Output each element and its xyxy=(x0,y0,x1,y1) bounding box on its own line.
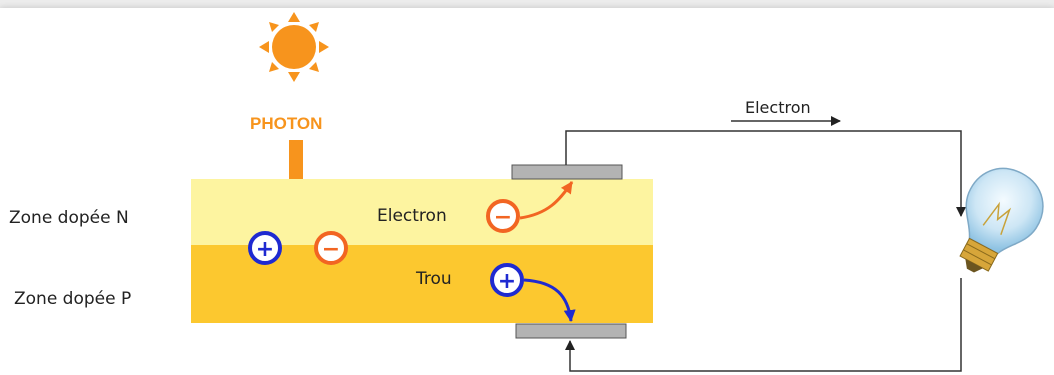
electron-moving-symbol: − xyxy=(486,199,520,233)
electron-path-arrow xyxy=(519,181,574,220)
light-bulb-icon xyxy=(959,167,1044,273)
electron-sign: − xyxy=(322,237,340,262)
hole-moving-sign: + xyxy=(498,269,516,294)
hole-symbol: + xyxy=(248,231,282,265)
electron-label: Electron xyxy=(377,206,447,226)
hole-path-arrow xyxy=(523,278,576,322)
bottom-electrode xyxy=(515,323,627,339)
photon-label: PHOTON xyxy=(250,114,323,133)
zone-p-label: Zone dopée P xyxy=(14,289,132,309)
zone-n-label: Zone dopée N xyxy=(9,208,129,228)
circuit-electron-label: Electron xyxy=(745,98,811,117)
hole-label: Trou xyxy=(416,269,452,289)
hole-sign: + xyxy=(256,237,274,262)
top-electrode xyxy=(511,164,623,180)
electron-symbol: − xyxy=(314,231,348,265)
circuit-wire xyxy=(565,130,966,372)
electron-moving-sign: − xyxy=(494,205,512,230)
sun-icon xyxy=(259,12,329,82)
hole-moving-symbol: + xyxy=(490,263,524,297)
